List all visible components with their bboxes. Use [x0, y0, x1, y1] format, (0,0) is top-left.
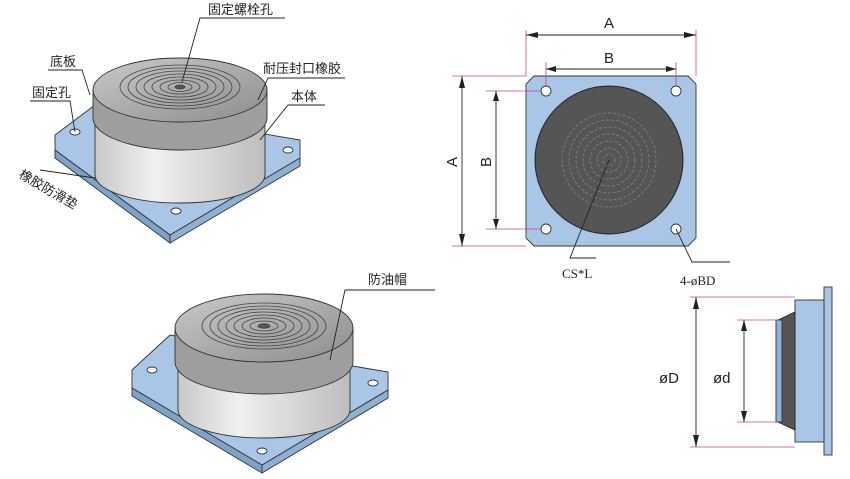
- dim-label-cs-l: CS*L: [562, 266, 592, 281]
- callout-seal-rubber: 耐压封口橡胶: [263, 61, 341, 77]
- plan-spiral-rings: [561, 112, 657, 208]
- callout-antislip-pad: 橡胶防滑垫: [16, 167, 80, 213]
- fixing-hole: [367, 379, 379, 387]
- side-cap: [775, 319, 783, 423]
- dim-label-d: ød: [713, 370, 731, 387]
- fixing-hole: [282, 146, 294, 154]
- dim-label-A-top: A: [604, 15, 614, 32]
- side-body: [794, 299, 825, 443]
- spiral-rings: [119, 64, 241, 110]
- side-view: øD ød: [659, 286, 833, 456]
- callout-oil-cap: 防油帽: [368, 272, 407, 288]
- callout-base-plate: 底板: [50, 54, 76, 70]
- callout-bolt-hole: 固定螺栓孔: [208, 3, 273, 18]
- dim-label-A-left: A: [444, 157, 461, 167]
- plan-bolt-hole: [540, 85, 552, 97]
- callout-fixing-hole: 固定孔: [32, 86, 71, 101]
- dim-label-B-top: B: [604, 50, 614, 67]
- plan-bolt-hole: [670, 85, 682, 97]
- fixing-hole: [256, 447, 268, 455]
- dim-label-B-left: B: [478, 157, 495, 167]
- callout-body: 本体: [291, 90, 317, 105]
- isolator-view-1: 固定螺栓孔 底板 耐压封口橡胶 固定孔 本体 橡胶防滑垫: [16, 3, 345, 244]
- plan-bolt-hole: [540, 223, 552, 235]
- isolator-view-2: 防油帽: [131, 272, 435, 474]
- side-base-plate: [823, 286, 833, 456]
- fixing-hole: [146, 366, 158, 374]
- fixing-hole: [170, 207, 182, 215]
- seal-rubber-top: [92, 57, 268, 123]
- plan-view: A B A B CS*L 4-øBD: [444, 15, 730, 288]
- dim-label-D: øD: [659, 370, 679, 387]
- dim-label-holes: 4-øBD: [680, 273, 715, 288]
- spiral-rings: [201, 302, 327, 350]
